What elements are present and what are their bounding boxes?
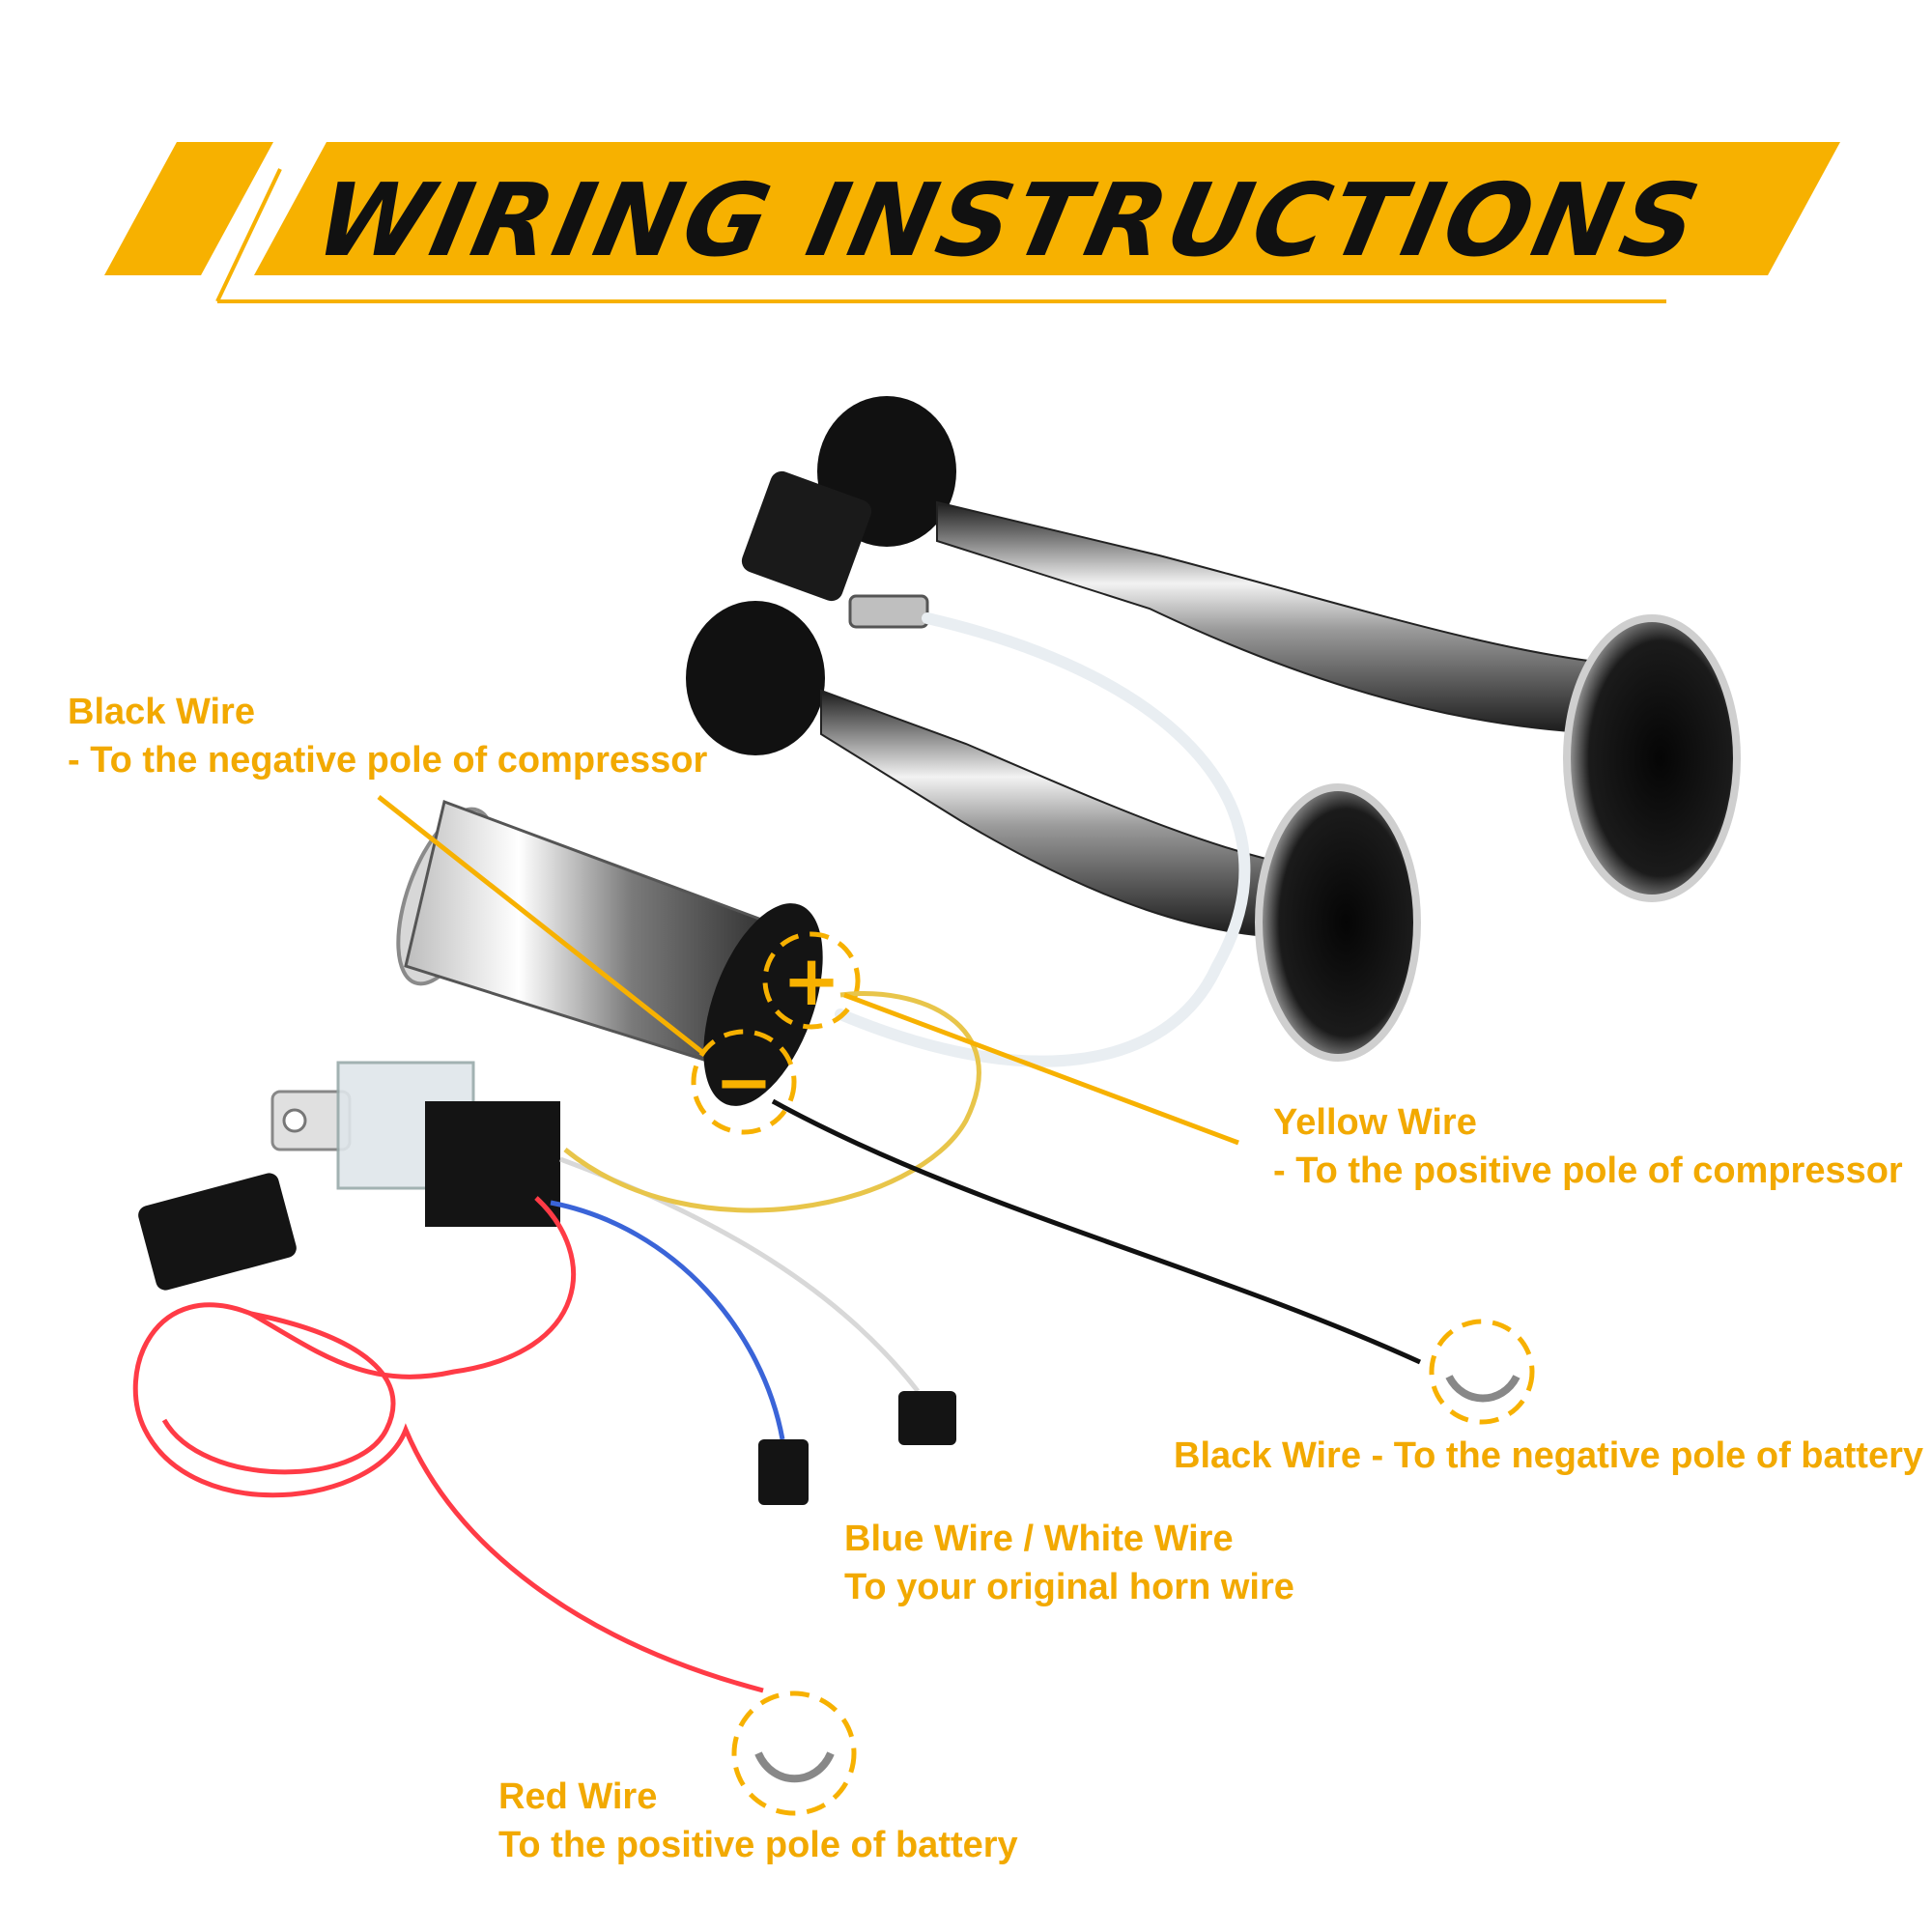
negative-pole-symbol: − [715,1041,773,1122]
banner-small-stripe [104,142,273,275]
label-red-wire-battery-title: Red Wire [498,1776,658,1817]
page-title: WIRING INSTRUCTIONS [306,161,1713,279]
positive-pole-symbol: + [782,940,840,1021]
red-wire-loop-2 [161,1311,396,1475]
compressor-terminal-end [703,903,823,1106]
title-banner [104,142,1840,303]
negative-pole-marker: − [691,1029,797,1135]
horn-long-tube [936,500,1643,736]
label-blue-white-wire-title: Blue Wire / White Wire [844,1519,1234,1559]
relay-socket [425,1101,560,1227]
label-black-wire-compressor: Black Wire - To the negative pole of com… [68,688,707,784]
horn-mount [686,396,956,755]
mount-bracket [741,470,872,602]
fuse-holder [138,1173,297,1291]
label-yellow-wire-compressor: Yellow Wire - To the positive pole of co… [1273,1098,1903,1195]
white-wire-connector [898,1391,956,1445]
horn-short-bell [1255,783,1421,1062]
black-wire [771,1098,1422,1365]
positive-pole-marker: + [762,931,861,1030]
label-black-wire-compressor-desc: - To the negative pole of compressor [68,740,708,781]
mount-disc-lower [686,601,825,755]
yellow-wire [563,991,981,1213]
label-yellow-wire-compressor-desc: - To the positive pole of compressor [1273,1151,1903,1191]
label-blue-white-wire: Blue Wire / White Wire To your original … [844,1515,1294,1611]
leader-black-compressor [377,795,705,1055]
relay [270,1061,560,1227]
label-blue-white-wire-desc: To your original horn wire [844,1567,1294,1607]
compressor [396,800,823,1106]
air-fitting [848,594,929,629]
label-black-wire-compressor-title: Black Wire [68,692,255,732]
blue-wire-connector [758,1439,809,1505]
leader-yellow-compressor [843,992,1239,1146]
label-red-wire-battery-desc: To the positive pole of battery [498,1825,1018,1865]
label-red-wire-battery: Red Wire To the positive pole of battery [498,1773,1018,1869]
black-ring-terminal [1429,1319,1535,1425]
red-ring-terminal [731,1690,857,1816]
label-black-wire-battery: Black Wire - To the negative pole of bat… [1174,1432,1923,1480]
label-black-wire-battery-title: Black Wire - To the negative pole of bat… [1174,1435,1923,1476]
label-yellow-wire-compressor-title: Yellow Wire [1273,1102,1477,1143]
horn-long-bell [1563,614,1741,902]
red-wire [132,1196,764,1693]
blue-wire [550,1200,785,1440]
wires [132,991,1422,1693]
horn-short [820,689,1421,1062]
banner-main [254,142,1840,275]
horn-long [936,500,1741,902]
banner-diagonal [215,168,282,302]
